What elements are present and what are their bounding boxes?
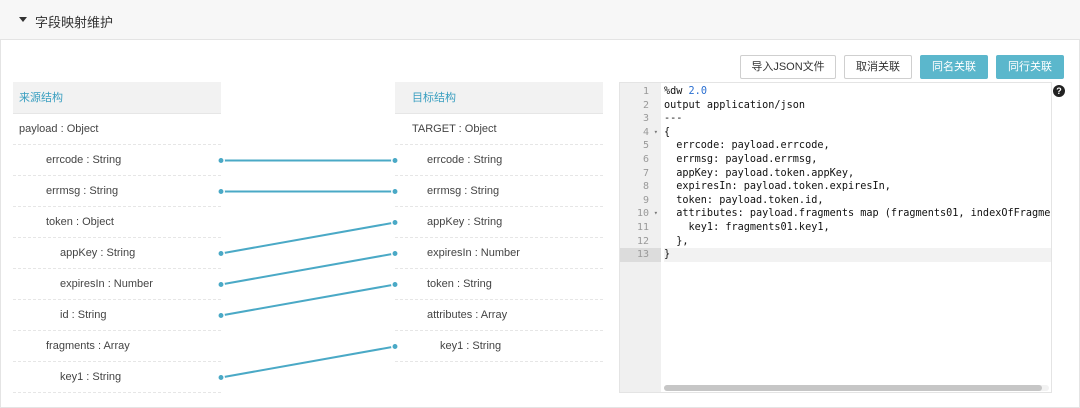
source-anchor-point[interactable] [217, 249, 225, 258]
source-row[interactable]: payload : Object [13, 114, 221, 145]
code-line[interactable]: }, [664, 235, 689, 247]
target-header: 目标结构 [395, 82, 603, 114]
line-number: 7 [642, 167, 649, 179]
target-row[interactable]: key1 : String [395, 331, 603, 362]
same-row-link-button[interactable]: 同行关联 [996, 55, 1064, 79]
code-line[interactable]: errmsg: payload.errmsg, [664, 153, 818, 165]
target-anchor-point[interactable] [391, 280, 399, 289]
source-anchor-point[interactable] [217, 311, 225, 320]
source-row[interactable]: errcode : String [13, 145, 221, 176]
code-line[interactable]: token: payload.token.id, [664, 194, 824, 206]
target-anchor-point[interactable] [391, 156, 399, 165]
editor-scrollbar-thumb[interactable] [664, 385, 1042, 391]
line-number: 6 [642, 153, 649, 165]
source-anchor-point[interactable] [217, 187, 225, 196]
line-number: 11 [636, 221, 649, 233]
fold-arrow-icon[interactable]: ▾ [653, 209, 658, 218]
target-row[interactable]: errmsg : String [395, 176, 603, 207]
cancel-link-button[interactable]: 取消关联 [844, 55, 912, 79]
target-anchor-point[interactable] [391, 187, 399, 196]
target-row[interactable]: attributes : Array [395, 300, 603, 331]
question-circle-icon[interactable]: ? [1053, 85, 1065, 97]
line-number: 2 [642, 99, 649, 111]
source-row[interactable]: key1 : String [13, 362, 221, 393]
mapping-link[interactable] [220, 221, 396, 255]
import-json-button[interactable]: 导入JSON文件 [740, 55, 836, 79]
source-row[interactable]: token : Object [13, 207, 221, 238]
code-line[interactable]: expiresIn: payload.token.expiresIn, [664, 181, 891, 193]
mapping-link[interactable] [220, 345, 396, 379]
source-anchor-point[interactable] [217, 156, 225, 165]
panel-title: 字段映射维护 [35, 15, 114, 30]
source-anchor-point[interactable] [217, 373, 225, 382]
target-anchor-point[interactable] [391, 342, 399, 351]
target-row[interactable]: errcode : String [395, 145, 603, 176]
fold-arrow-icon[interactable]: ▾ [653, 127, 658, 136]
source-row[interactable]: errmsg : String [13, 176, 221, 207]
source-row[interactable]: appKey : String [13, 238, 221, 269]
source-structure: 来源结构 payload : Object errcode : String e… [13, 82, 221, 393]
line-number: 4▾ [642, 126, 658, 138]
line-number: 10▾ [636, 208, 658, 220]
editor-horizontal-scrollbar[interactable] [664, 385, 1049, 391]
code-line[interactable]: --- [664, 113, 683, 125]
target-anchor-point[interactable] [391, 249, 399, 258]
target-row[interactable]: token : String [395, 269, 603, 300]
line-number: 5 [642, 140, 649, 152]
target-row[interactable]: appKey : String [395, 207, 603, 238]
mapping-link[interactable] [220, 283, 396, 317]
code-line[interactable]: } [664, 248, 1051, 262]
mapping-link[interactable] [220, 252, 396, 286]
line-number: 1 [642, 86, 649, 97]
code-line[interactable]: %dw 2.0 [664, 86, 707, 97]
code-line[interactable]: attributes: payload.fragments map (fragm… [664, 208, 1051, 220]
editor-code[interactable]: %dw 2.0 output application/json ---{ errco… [664, 83, 1051, 262]
code-line[interactable]: { [664, 126, 671, 138]
code-line[interactable]: output application/json [664, 99, 806, 111]
line-number: 8 [642, 181, 649, 193]
target-anchor-point[interactable] [391, 218, 399, 227]
code-line[interactable]: errcode: payload.errcode, [664, 140, 830, 152]
source-row[interactable]: id : String [13, 300, 221, 331]
source-row[interactable]: fragments : Array [13, 331, 221, 362]
same-name-link-button[interactable]: 同名关联 [920, 55, 988, 79]
line-number: 9 [642, 194, 649, 206]
panel-header[interactable]: 字段映射维护 [0, 0, 1080, 40]
line-number: 12 [636, 235, 649, 247]
code-line[interactable]: key1: fragments01.key1, [664, 221, 830, 233]
caret-down-icon[interactable] [19, 17, 27, 22]
target-structure: 目标结构 TARGET : Object errcode : String er… [395, 82, 603, 362]
line-number: 3 [642, 113, 649, 125]
target-row[interactable]: expiresIn : Number [395, 238, 603, 269]
source-header: 来源结构 [13, 82, 221, 114]
source-anchor-point[interactable] [217, 280, 225, 289]
source-row[interactable]: expiresIn : Number [13, 269, 221, 300]
code-line[interactable]: appKey: payload.token.appKey, [664, 167, 855, 179]
line-number: 13 [620, 248, 661, 262]
target-row[interactable]: TARGET : Object [395, 114, 603, 145]
